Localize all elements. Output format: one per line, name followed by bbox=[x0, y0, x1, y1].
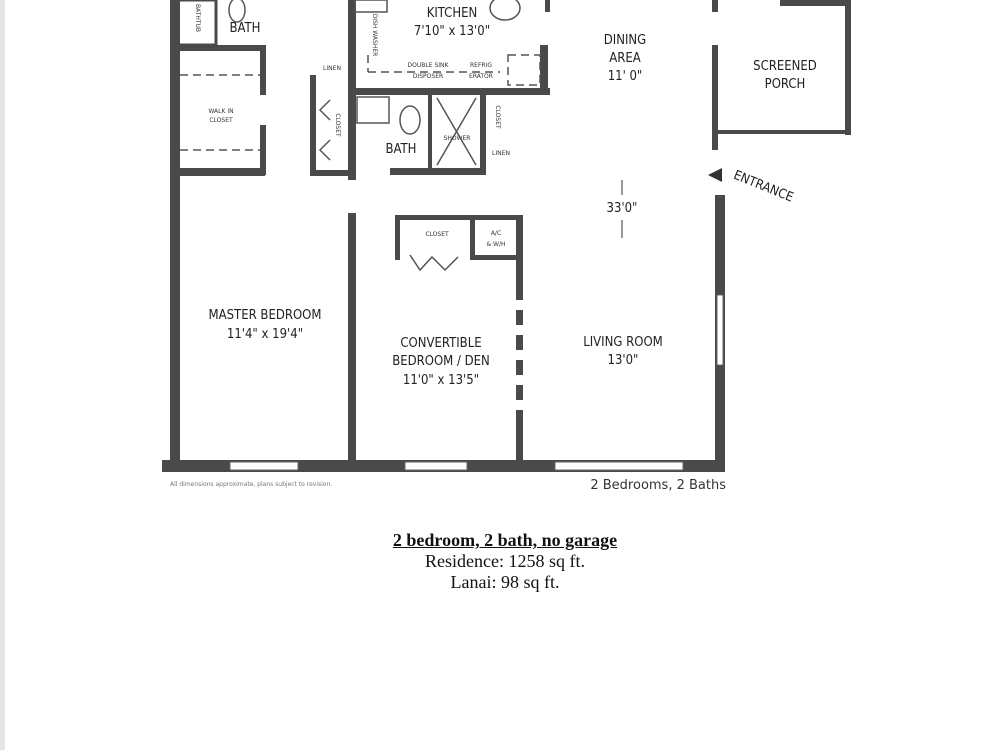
windows bbox=[229, 294, 724, 471]
conv-dim: 11'0" x 13'5" bbox=[403, 373, 479, 388]
disclaimer: All dimensions approximate, plans subjec… bbox=[170, 481, 332, 488]
closet2-label: CLOSET bbox=[494, 105, 501, 129]
living-label: LIVING ROOM bbox=[583, 335, 663, 350]
caption-residence: Residence: 1258 sq ft. bbox=[425, 551, 585, 571]
closet3-label: CLOSET bbox=[425, 231, 449, 238]
caption-title: 2 bedroom, 2 bath, no garage bbox=[392, 530, 618, 550]
double-sink-label: DOUBLE SINK bbox=[408, 62, 450, 69]
conv-label-2: BEDROOM / DEN bbox=[392, 354, 490, 369]
master-label: MASTER BEDROOM bbox=[209, 308, 322, 323]
dining-label-2: AREA bbox=[609, 51, 641, 66]
refrig-label: REFRIG bbox=[470, 62, 492, 69]
erator-label: ERATOR bbox=[469, 73, 493, 80]
conv-label: CONVERTIBLE bbox=[400, 336, 481, 351]
dining-dim: 11' 0" bbox=[608, 69, 643, 84]
linen2-label: LINEN bbox=[492, 150, 510, 157]
summary-label: 2 Bedrooms, 2 Baths bbox=[590, 478, 726, 493]
hall-closet-label: CLOSET bbox=[334, 113, 341, 137]
dishwasher-label: DISH WASHER bbox=[371, 14, 378, 57]
living-dim: 13'0" bbox=[608, 353, 639, 368]
linen1-label: LINEN bbox=[323, 65, 341, 72]
caption-lanai: Lanai: 98 sq ft. bbox=[450, 572, 560, 592]
disposer-label: DISPOSER bbox=[413, 73, 443, 80]
porch-label-2: PORCH bbox=[765, 77, 806, 92]
caption: 2 bedroom, 2 bath, no garage Residence: … bbox=[0, 530, 1000, 593]
wh-label: & W/H bbox=[486, 241, 505, 248]
entrance-label: ENTRANCE bbox=[731, 168, 795, 206]
ac-label: A/C bbox=[491, 230, 501, 237]
walls bbox=[162, 0, 851, 472]
closet-lines bbox=[180, 54, 541, 151]
bathtub-label: BATHTUB bbox=[194, 4, 201, 32]
master-dim: 11'4" x 19'4" bbox=[227, 327, 303, 342]
walkin-label: WALK IN bbox=[208, 108, 233, 115]
kitchen-dim: 7'10" x 13'0" bbox=[414, 24, 490, 39]
entrance-arrow-icon bbox=[708, 168, 722, 182]
bath1-label: BATH bbox=[230, 21, 261, 36]
porch-label: SCREENED bbox=[753, 59, 817, 74]
fixtures bbox=[228, 0, 521, 272]
shower-label: SHOWER bbox=[444, 135, 471, 142]
bath2-label: BATH bbox=[386, 142, 417, 157]
dining-label: DINING bbox=[604, 33, 646, 48]
depth-dim: 33'0" bbox=[607, 201, 638, 216]
walkin-label-2: CLOSET bbox=[209, 117, 233, 124]
kitchen-label: KITCHEN bbox=[427, 6, 478, 21]
viewer-edge bbox=[0, 0, 5, 750]
